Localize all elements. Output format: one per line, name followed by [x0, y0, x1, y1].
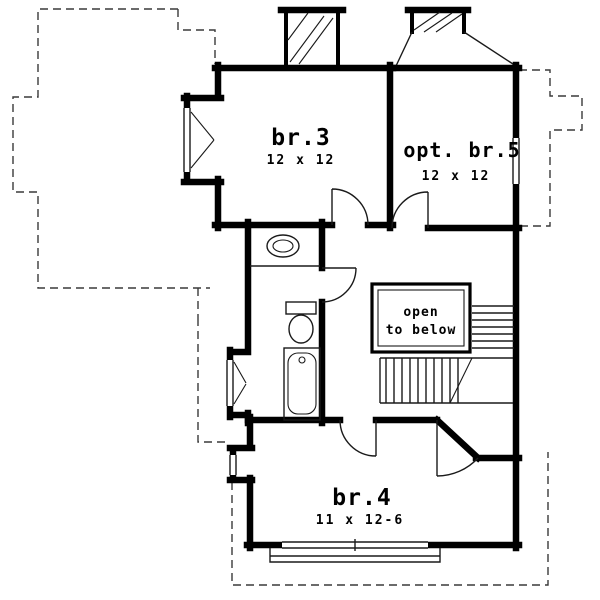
chimney-left-sides: [284, 8, 340, 68]
br4-bottom-bay-extension: [269, 548, 441, 563]
chimney-left: [277, 6, 347, 68]
br3-label: br.3: [271, 125, 330, 151]
chimney-right: [395, 6, 517, 67]
br5-door-swing: [391, 191, 429, 229]
br4-bay-window-break: [227, 455, 239, 475]
doors: [321, 188, 479, 477]
bath-casement-sashes: [233, 361, 247, 405]
br5-window: [512, 138, 520, 184]
bath-bay-window: [226, 360, 234, 406]
br4-door-swing: [339, 419, 377, 457]
sink-basin: [272, 239, 294, 253]
bathtub-fixture: [283, 347, 321, 421]
bathtub-basin: [287, 352, 317, 415]
stair-corner-diagonal-wall: [432, 415, 523, 463]
roof-outline-left: [12, 8, 210, 318]
chimney-left-hatch: [287, 12, 334, 65]
open-to-below-inner-rail: [377, 289, 465, 347]
toilet-fixture: [288, 314, 314, 344]
stairs-lower-run: [385, 358, 459, 403]
br4-bottom-windows: [282, 539, 428, 551]
br4-corner-door-swing: [436, 420, 479, 477]
br4-label: br.4: [332, 485, 391, 511]
open-to-below-label-line2: to below: [386, 323, 457, 338]
open-to-below-railing: [370, 282, 472, 354]
bath-fixtures: [250, 234, 321, 421]
br4-dimensions: 11 x 12-6: [316, 513, 404, 528]
bath-bay-window-break: [224, 360, 236, 406]
stairs-lower-stringers: [379, 357, 513, 404]
br3-bay-window-break: [181, 108, 193, 172]
bathtub-drain: [298, 356, 306, 364]
br5-dimensions: 12 x 12: [422, 169, 491, 184]
roof-outline-lower-left: [197, 318, 230, 443]
sink-fixture: [266, 234, 300, 258]
roof-outline-right: [519, 69, 583, 227]
br5-label: opt. br.5: [403, 138, 520, 162]
br3-bay-window: [183, 108, 191, 172]
br4-side-window: [229, 455, 237, 475]
chimney-right-sides: [410, 8, 466, 34]
stairs-break-line: [449, 357, 473, 404]
open-to-below-label-line1: open: [403, 305, 438, 320]
roof-outline-bottom: [231, 452, 549, 586]
stairs-upper-run: [472, 305, 514, 349]
stairwell: [370, 282, 514, 404]
toilet-tank: [285, 301, 317, 315]
roof-outline-top-left-return: [177, 9, 216, 64]
roof-valley-lines: [395, 31, 517, 67]
br4-left-wall-and-bay: [226, 413, 256, 552]
room-labels: br.3 12 x 12 opt. br.5 12 x 12 open to b…: [267, 125, 520, 528]
br3-door-swing: [331, 188, 369, 226]
roof-outline-dashed: [12, 8, 583, 586]
br3-dimensions: 12 x 12: [267, 153, 336, 168]
chimney-right-hatch: [413, 11, 463, 33]
windows: [181, 108, 522, 551]
bath-door-swing: [321, 267, 357, 303]
br3-casement-sashes: [190, 111, 215, 169]
